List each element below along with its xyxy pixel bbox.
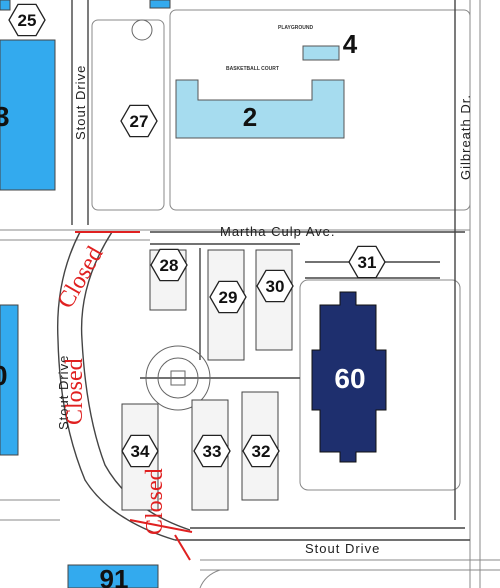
building-3-label: 3: [0, 101, 10, 132]
hex-marker-34: [121, 434, 159, 468]
street-labels: Martha Culp Ave. Stout Drive Stout Drive…: [56, 65, 473, 556]
building-60: [311, 291, 387, 463]
building-3-partial: [0, 39, 56, 191]
closed-label-1: Closed: [53, 242, 109, 313]
hex-label-29: 29: [219, 288, 238, 307]
building-91-label: 91: [100, 564, 129, 588]
hex-label-31: 31: [358, 253, 377, 272]
hex-marker-31: [348, 245, 386, 279]
hex-marker-27: [120, 104, 158, 138]
hex-marker-32: [242, 434, 280, 468]
building-91: [67, 564, 159, 588]
closure-line-bottom-2: [174, 534, 191, 561]
building-numbers: 2 4 60 91 3 0: [0, 29, 366, 588]
hex-marker-30: [256, 269, 294, 303]
building-partial-label: 0: [0, 360, 8, 391]
hex-label-32: 32: [252, 442, 271, 461]
hex-label-34: 34: [131, 442, 150, 461]
martha-culp-label: Martha Culp Ave.: [220, 224, 335, 239]
building-60-label: 60: [334, 363, 365, 394]
basketball-label: BASKETBALL COURT: [226, 66, 279, 72]
closed-label-3: Closed: [142, 468, 168, 535]
hex-marker-29: [209, 280, 247, 314]
plaza: [131, 19, 211, 411]
gilbreath-label: Gilbreath Dr.: [458, 94, 473, 180]
stout-drive-left-label: Stout Drive: [56, 355, 71, 430]
hex-label-25: 25: [18, 11, 37, 30]
hex-markers: 25 27 28 29 30 31 34 33 32: [8, 3, 386, 468]
hex-marker-28: [150, 248, 188, 282]
stout-drive-bottom-label: Stout Drive: [305, 541, 380, 556]
hex-label-28: 28: [160, 256, 179, 275]
blue-buildings: [0, 0, 171, 588]
building-4-label: 4: [343, 29, 358, 59]
building-partial-left: [0, 304, 19, 456]
hex-marker-33: [193, 434, 231, 468]
small-labels: PLAYGROUND BASKETBALL COURT: [226, 25, 313, 72]
building-2: [175, 79, 345, 139]
closure-line-bottom: [129, 519, 193, 533]
stout-drive-top-label: Stout Drive: [73, 65, 88, 140]
hex-label-33: 33: [203, 442, 222, 461]
building-4: [302, 45, 340, 61]
light-buildings: [175, 45, 345, 139]
building-2-label: 2: [243, 102, 257, 132]
hex-label-27: 27: [130, 112, 149, 131]
hex-label-30: 30: [266, 277, 285, 296]
playground-label: PLAYGROUND: [278, 25, 313, 31]
closed-label-2: Closed: [62, 358, 88, 425]
hex-marker-25: [8, 3, 46, 37]
